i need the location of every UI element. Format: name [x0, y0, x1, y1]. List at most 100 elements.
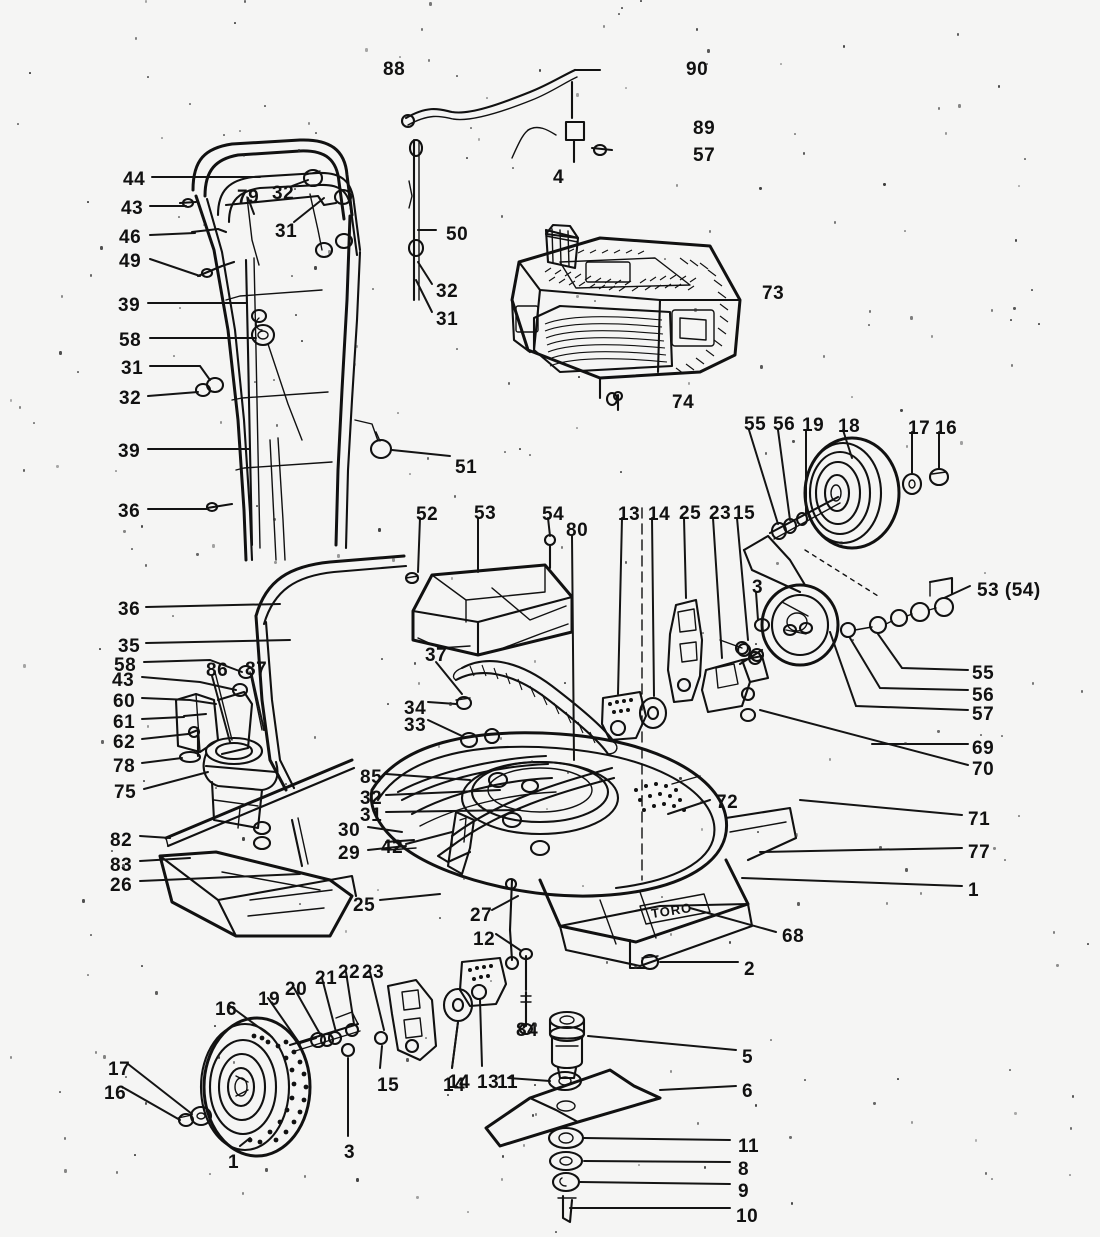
callout-52-grass-bag: 52 — [416, 504, 439, 525]
grass-bag-assembly — [404, 533, 618, 756]
scan-speck — [337, 554, 340, 558]
callout-16-front-wheel: 16 — [104, 1083, 127, 1104]
scan-speck — [911, 1121, 913, 1124]
scan-speck — [709, 230, 711, 233]
scan-speck — [567, 771, 569, 774]
callout-16-rear-wheel: 16 — [935, 418, 958, 439]
scan-speck — [131, 548, 133, 550]
scan-speck — [620, 471, 622, 473]
scan-speck — [1018, 815, 1020, 817]
callout-13-blade: 13 — [477, 1072, 500, 1093]
callout-19-front-wheel: 19 — [258, 989, 281, 1010]
callout-43-handle: 43 — [121, 198, 144, 219]
scan-speck — [958, 104, 961, 108]
scan-speck — [56, 465, 59, 468]
scan-speck — [998, 85, 1000, 88]
scan-speck — [135, 37, 137, 40]
scan-speck — [59, 1091, 61, 1093]
scan-speck — [456, 348, 458, 350]
callout-3-front-wheel: 3 — [344, 1142, 356, 1163]
scan-speck — [59, 351, 62, 355]
scan-speck — [664, 258, 666, 260]
callout-11-blade: 11 — [497, 1072, 519, 1093]
scan-speck — [910, 316, 913, 320]
callout-23-height-adjust: 23 — [709, 503, 732, 524]
callout-32-handle: 32 — [272, 183, 295, 204]
scan-speck — [1018, 185, 1020, 187]
scan-speck — [414, 662, 416, 665]
scan-speck — [399, 56, 401, 58]
scan-speck — [535, 1113, 537, 1116]
scan-speck — [409, 473, 411, 475]
scan-speck — [99, 648, 101, 650]
scan-speck — [803, 152, 805, 155]
scan-speck — [256, 505, 258, 507]
scan-speck — [490, 980, 492, 982]
callout-20-front-wheel: 20 — [285, 979, 308, 1000]
callout-12-blade: 12 — [473, 929, 496, 950]
scan-speck — [886, 902, 888, 905]
scan-speck — [1010, 319, 1012, 321]
callout-42-deck: 42 — [381, 837, 404, 858]
callout-78-lower-handle: 78 — [113, 756, 136, 777]
scan-speck — [634, 966, 637, 969]
scan-speck — [765, 452, 767, 455]
scan-speck — [834, 221, 836, 224]
scan-speck — [840, 541, 843, 545]
callout-57-control-cable: 57 — [693, 145, 716, 166]
scan-speck — [707, 49, 710, 53]
callout-13-height-adjust: 13 — [618, 504, 641, 525]
scan-speck — [792, 440, 795, 443]
scan-speck — [700, 801, 702, 803]
callout-15-height-adjust: 15 — [733, 503, 756, 524]
scan-speck — [500, 737, 502, 740]
scan-speck — [957, 33, 959, 36]
callout-14-blade: 14 — [448, 1072, 471, 1093]
callout-29-deck: 29 — [338, 843, 361, 864]
callout-46-handle: 46 — [119, 227, 142, 248]
callout-83-chute: 83 — [110, 855, 133, 876]
scan-speck — [1081, 690, 1083, 693]
callout-51-handle: 51 — [455, 457, 478, 478]
callout-56-rear-wheel: 56 — [773, 414, 796, 435]
callout-17-front-wheel: 17 — [108, 1059, 131, 1080]
callout-84-blade: 84 — [516, 1020, 539, 1041]
scan-speck — [1014, 1112, 1017, 1115]
scan-speck — [77, 371, 79, 373]
scan-speck — [155, 991, 158, 995]
callout-18-rear-wheel: 18 — [838, 416, 861, 437]
scan-speck — [873, 1102, 876, 1105]
callout-71-deck: 71 — [968, 809, 991, 830]
scan-speck — [534, 1023, 537, 1027]
scan-speck — [697, 1122, 699, 1125]
callout-87-lower-handle: 87 — [245, 659, 268, 680]
scan-speck — [897, 1078, 899, 1080]
scan-speck — [904, 742, 907, 745]
scan-speck — [215, 787, 217, 789]
callout-25-height-adjust: 25 — [679, 503, 702, 524]
scan-speck — [243, 154, 245, 157]
scan-speck — [480, 805, 482, 807]
callout-32-deck: 32 — [360, 788, 383, 809]
scan-speck — [504, 451, 506, 453]
scan-speck — [143, 780, 145, 782]
scan-speck — [576, 295, 579, 298]
callout-36-handle: 36 — [118, 501, 141, 522]
scan-speck — [534, 1084, 536, 1086]
scan-speck — [111, 850, 113, 852]
scan-speck — [638, 1164, 640, 1166]
callout-31-handle: 31 — [121, 358, 144, 379]
scan-speck — [776, 562, 779, 565]
scan-speck — [273, 518, 276, 521]
scan-speck — [797, 902, 800, 906]
callout-2-deck: 2 — [744, 959, 756, 980]
scan-speck — [372, 288, 374, 290]
scan-speck — [823, 355, 825, 358]
scan-speck — [945, 132, 947, 135]
callout-70-rear-wheel: 70 — [972, 759, 995, 780]
scan-speck — [265, 1168, 268, 1172]
scan-speck — [145, 0, 147, 3]
scan-speck — [900, 409, 903, 412]
scan-speck — [676, 184, 678, 187]
